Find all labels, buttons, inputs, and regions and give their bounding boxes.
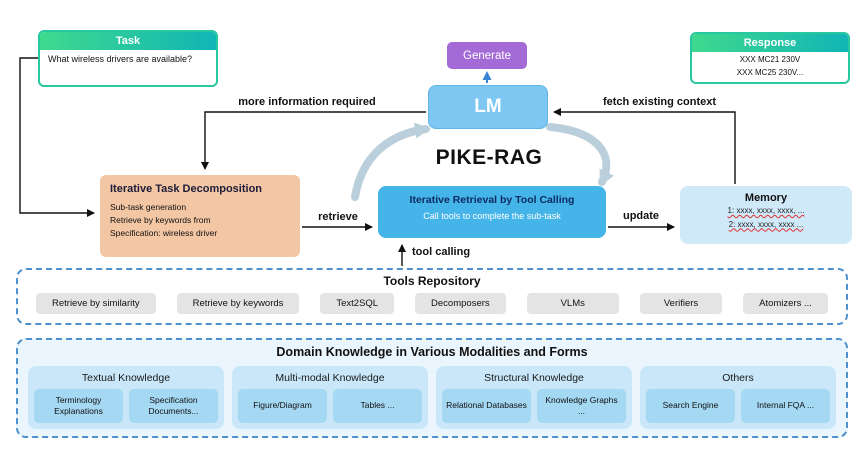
domain-group-title: Multi-modal Knowledge <box>275 372 385 384</box>
domain-item-terminology-explanations: Terminology Explanations <box>34 389 123 423</box>
tool-item-verifiers: Verifiers <box>639 293 723 314</box>
domain-item-knowledge-graphs: Knowledge Graphs ... <box>537 389 626 423</box>
tools-repository-title: Tools Repository <box>383 274 481 288</box>
edge-task-to-decomposition <box>19 57 95 217</box>
domain-group-others: Others Search Engine Internal FQA ... <box>640 366 836 429</box>
edge-label-update: update <box>622 210 660 222</box>
tools-row: Retrieve by similarity Retrieve by keywo… <box>18 293 846 314</box>
domain-item-tables: Tables ... <box>333 389 422 423</box>
tool-item-retrieve-similarity: Retrieve by similarity <box>36 293 156 314</box>
edge-label-fetch-context: fetch existing context <box>602 96 717 108</box>
domain-item-figure-diagram: Figure/Diagram <box>238 389 327 423</box>
edge-fetch-context <box>553 108 736 184</box>
response-header: Response <box>692 34 848 52</box>
lm-box: LM <box>428 85 548 129</box>
retrieval-title: Iterative Retrieval by Tool Calling <box>409 194 575 206</box>
domain-group-title: Textual Knowledge <box>81 372 171 384</box>
cycle-arrow-left <box>351 122 431 201</box>
decomposition-line: Specification: wireless driver <box>110 228 218 239</box>
edge-label-more-info: more information required <box>238 96 376 108</box>
tool-item-atomizers: Atomizers ... <box>743 293 828 314</box>
retrieval-body: Call tools to complete the sub-task <box>423 211 561 221</box>
memory-title: Memory <box>744 192 788 204</box>
edge-more-info <box>201 111 426 170</box>
task-box: Task What wireless drivers are available… <box>38 30 218 87</box>
domain-item-relational-databases: Relational Databases <box>442 389 531 423</box>
pike-rag-title: PIKE-RAG <box>435 146 543 169</box>
cycle-arrow-right <box>546 123 614 187</box>
task-header: Task <box>40 32 216 50</box>
domain-knowledge-title: Domain Knowledge in Various Modalities a… <box>276 345 588 359</box>
tool-item-decomposers: Decomposers <box>415 293 506 314</box>
domain-group-multimodal: Multi-modal Knowledge Figure/Diagram Tab… <box>232 366 428 429</box>
edge-label-tool-calling: tool calling <box>412 246 471 258</box>
domain-item-search-engine: Search Engine <box>646 389 735 423</box>
memory-box: Memory 1: xxxx, xxxx, xxxx, ... 2: xxxx,… <box>680 186 852 244</box>
task-body: What wireless drivers are available? <box>48 54 193 64</box>
decomposition-line: Sub-task generation <box>110 202 187 212</box>
generate-box: Generate <box>447 42 527 69</box>
domain-group-title: Others <box>722 372 754 384</box>
decomposition-line: Retrieve by keywords from <box>110 215 211 226</box>
response-box: Response XXX MC21 230V XXX MC25 230V... <box>690 32 850 84</box>
edge-label-retrieve: retrieve <box>318 211 358 223</box>
domain-groups: Textual Knowledge Terminology Explanatio… <box>18 359 846 429</box>
response-line: XXX MC21 230V <box>739 55 801 64</box>
domain-group-textual: Textual Knowledge Terminology Explanatio… <box>28 366 224 429</box>
retrieval-box: Iterative Retrieval by Tool Calling Call… <box>378 186 606 238</box>
domain-group-items: Relational Databases Knowledge Graphs ..… <box>442 389 626 423</box>
memory-line: 2: xxxx, xxxx, xxxx ... <box>728 219 804 229</box>
tool-item-vlms: VLMs <box>526 293 619 314</box>
tool-item-text2sql: Text2SQL <box>320 293 395 314</box>
domain-group-items: Figure/Diagram Tables ... <box>238 389 422 423</box>
domain-group-structural: Structural Knowledge Relational Database… <box>436 366 632 429</box>
domain-group-items: Terminology Explanations Specification D… <box>34 389 218 423</box>
decomposition-title: Iterative Task Decomposition <box>110 183 263 195</box>
tool-item-retrieve-keywords: Retrieve by keywords <box>176 293 300 314</box>
domain-group-title: Structural Knowledge <box>484 372 584 384</box>
response-body: XXX MC21 230V XXX MC25 230V... <box>692 52 848 80</box>
domain-knowledge-panel: Domain Knowledge in Various Modalities a… <box>16 338 848 438</box>
tools-repository: Tools Repository Retrieve by similarity … <box>16 268 848 325</box>
domain-item-specification-documents: Specification Documents... <box>129 389 218 423</box>
response-line: XXX MC25 230V... <box>736 67 804 77</box>
domain-item-internal-fqa: Internal FQA ... <box>741 389 830 423</box>
decomposition-box: Iterative Task Decomposition Sub-task ge… <box>100 175 300 257</box>
domain-group-items: Search Engine Internal FQA ... <box>646 389 830 423</box>
memory-line: 1: xxxx, xxxx, xxxx, ... <box>727 206 805 215</box>
